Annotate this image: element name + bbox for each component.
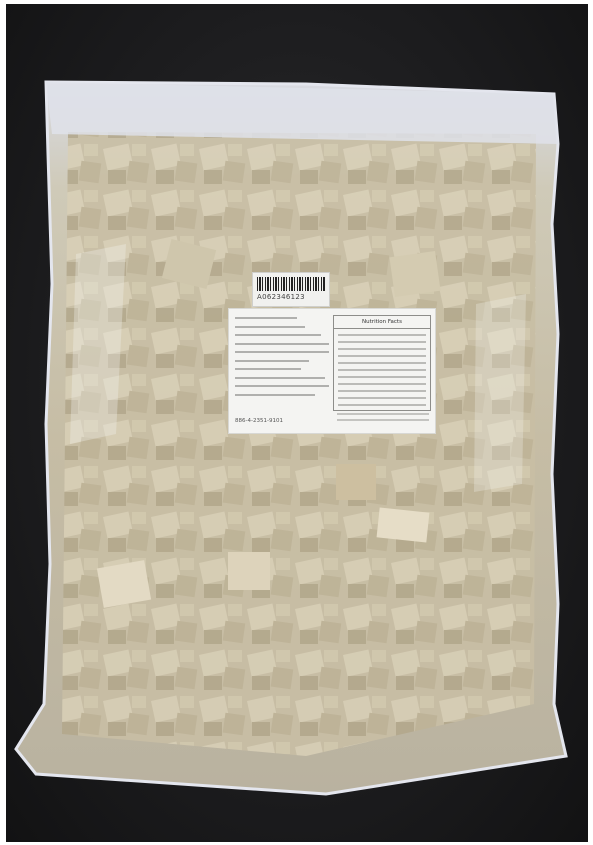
product-label: Nutrition Facts 886-4-2351-9101 bbox=[228, 308, 436, 434]
label-text-block bbox=[235, 317, 333, 402]
nutrition-facts-table: Nutrition Facts bbox=[333, 315, 431, 411]
nutrition-facts-title: Nutrition Facts bbox=[334, 316, 430, 329]
barcode-number: A062346123 bbox=[257, 293, 305, 301]
barcode-icon bbox=[257, 277, 325, 291]
barcode-sticker: A062346123 bbox=[252, 272, 330, 307]
plastic-bag bbox=[14, 80, 568, 796]
label-phone: 886-4-2351-9101 bbox=[235, 418, 283, 424]
product-photo: A062346123 Nutrition Facts bbox=[6, 4, 588, 842]
